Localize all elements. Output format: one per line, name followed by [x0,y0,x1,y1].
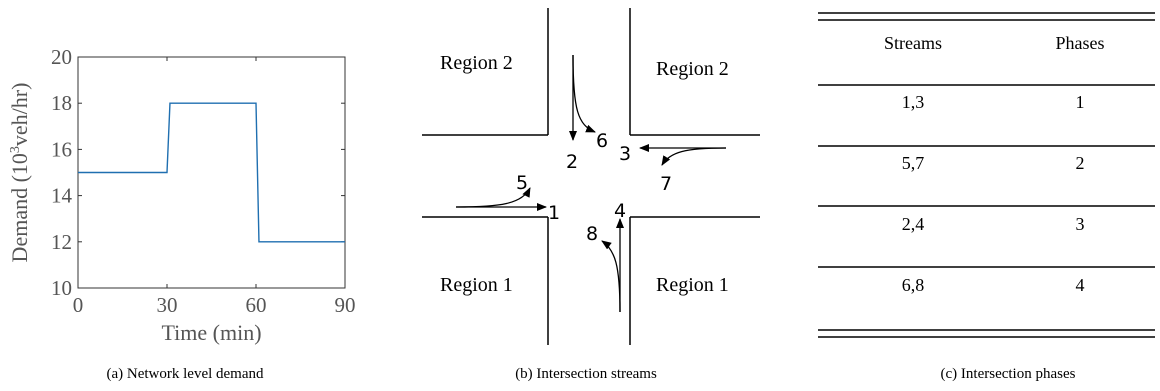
table-header-streams: Streams [884,33,942,53]
stream-label-6: 6 [596,130,608,152]
intersection-streams-panel: Region 2 Region 2 Region 1 Region 1 2 6 … [400,0,780,391]
stream-label-7: 7 [660,173,672,195]
table-cell-phase: 3 [1076,214,1085,234]
table-cell-streams: 1,3 [902,92,925,112]
stream-5-arrow [455,187,531,208]
x-tick-label: 90 [335,293,356,317]
phases-table: Streams Phases 1,3 1 5,7 2 2,4 3 6,8 4 [818,12,1155,338]
region-label-bottom-left: Region 1 [440,274,513,296]
y-tick-label: 18 [51,91,72,115]
table-cell-streams: 2,4 [902,214,925,234]
stream-6-arrow [572,54,596,133]
caption-a: (a) Network level demand [106,366,264,382]
y-tick-label: 20 [51,45,72,69]
caption-c: (c) Intersection phases [940,366,1076,382]
table-header-phases: Phases [1056,33,1105,53]
region-label-top-left: Region 2 [440,52,513,74]
y-tick-label: 16 [51,137,72,161]
stream-label-2: 2 [566,151,578,173]
x-tick-label: 30 [157,293,178,317]
x-axis-label: Time (min) [161,320,261,345]
stream-8-arrow [601,240,621,313]
caption-b: (b) Intersection streams [515,366,657,382]
intersection-diagram: Region 2 Region 2 Region 1 Region 1 2 6 … [422,8,760,345]
x-tick-label: 60 [246,293,267,317]
intersection-phases-panel: Streams Phases 1,3 1 5,7 2 2,4 3 6,8 4 (… [800,0,1160,391]
stream-label-1: 1 [548,202,560,224]
y-axis-label: Demand (103veh/hr) [7,83,32,263]
table-cell-streams: 6,8 [902,275,925,295]
table-cell-streams: 5,7 [902,153,925,173]
demand-series-line [78,102,345,243]
road-edges [422,8,760,345]
stream-label-5: 5 [516,172,528,194]
stream-label-3: 3 [619,143,631,165]
table-cell-phase: 1 [1076,92,1085,112]
y-tick-label: 14 [51,184,73,208]
region-label-bottom-right: Region 1 [656,274,729,296]
table-rules [818,12,1155,338]
x-tick-label: 0 [73,293,84,317]
stream-label-8: 8 [586,223,598,245]
region-label-top-right: Region 2 [656,58,729,80]
table-cell-phase: 4 [1076,275,1085,295]
y-tick-label: 12 [51,230,72,254]
table-cell-phase: 2 [1076,153,1085,173]
stream-7-arrow [661,147,727,166]
y-tick-label: 10 [51,276,72,300]
stream-label-4: 4 [614,200,626,222]
